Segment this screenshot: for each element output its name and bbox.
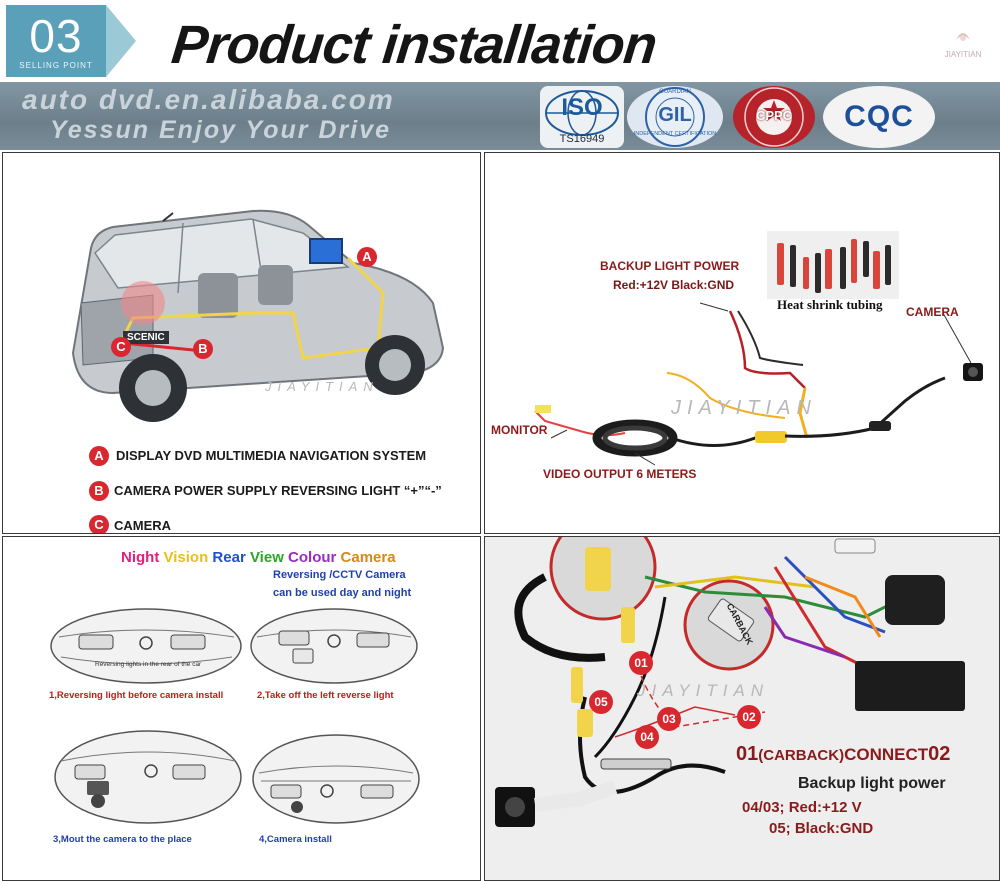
legend-c-text: CAMERA <box>114 518 172 533</box>
step1-inset-text: Reversing lights in the rear of the car <box>95 661 202 668</box>
cppc-text: CPPC <box>755 108 793 123</box>
marker-01: 01 <box>629 651 653 675</box>
step1-illustration <box>50 608 242 684</box>
step3-illustration <box>54 730 242 824</box>
harness-illustration <box>495 537 965 827</box>
brand-text: JIAYITIAN <box>944 50 982 59</box>
connect-num-2: 02 <box>928 743 951 765</box>
iso-text: ISO <box>561 94 603 121</box>
legend-a-marker: A <box>89 446 109 466</box>
step4-illustration <box>252 734 420 824</box>
plate-label: SCENIC <box>123 331 169 344</box>
title-word-rear: Rear <box>212 549 246 566</box>
brand-logo: JIAYITIAN <box>928 22 998 59</box>
harness-panel: CARBACK 01 02 03 04 05 JIAYITIAN 01(CARB… <box>484 536 1000 881</box>
marker-a: A <box>357 247 377 267</box>
iso-globe-icon <box>545 90 619 136</box>
watermark: JIAYITIAN <box>637 681 770 700</box>
steps-title: Night Vision Rear View Colour Camera <box>121 549 396 566</box>
gil-top-text: GUARDIAN <box>659 89 691 95</box>
title-word-vision: Vision <box>163 549 209 566</box>
title-word-camera: Camera <box>340 549 396 566</box>
backup-colors-label: Red:+12V Black:GND <box>613 278 735 292</box>
connect-word-connect: CONNECT <box>844 745 929 764</box>
step2-illustration <box>250 608 418 684</box>
camera-label: CAMERA <box>906 305 959 319</box>
watermark: JIAYITIAN <box>671 397 817 419</box>
page-title: Product installation <box>168 15 660 75</box>
gil-seal-icon <box>645 87 705 147</box>
iso-sub: TS16949 <box>559 133 605 145</box>
gil-text: GIL <box>658 104 692 126</box>
cppc-logo: CPPC <box>733 86 815 148</box>
marker-03: 03 <box>657 707 681 731</box>
gil-ring-text: INDEPENDENT CERTIFICATION <box>633 131 717 137</box>
banner-slogan: Yessun Enjoy Your Drive <box>50 116 392 144</box>
iso-logo: ISO TS16949 <box>540 86 624 148</box>
title-word-colour: Colour <box>288 549 337 566</box>
steps-subtitle-1: Reversing /CCTV Camera <box>273 569 406 581</box>
marker-05: 05 <box>589 690 613 714</box>
wiring-illustration <box>534 231 983 466</box>
title-word-night: Night <box>121 549 160 566</box>
backup-power-label: BACKUP LIGHT POWER <box>600 259 740 273</box>
marker-c: C <box>111 337 131 357</box>
step3-caption: 3,Mout the camera to the place <box>53 834 192 845</box>
section-badge: 03 SELLING POINT <box>6 5 106 77</box>
black-wire-label: 05; Black:GND <box>769 820 874 837</box>
title-word-view: View <box>249 549 284 566</box>
connect-line: 01(CARBACK)CONNECT02 <box>736 743 950 766</box>
cqc-logo: CQC <box>823 86 935 148</box>
red-wire-label: 04/03; Red:+12 V <box>742 799 862 816</box>
badge-subtitle: SELLING POINT <box>19 61 93 70</box>
banner-url: auto dvd.en.alibaba.com <box>22 84 395 115</box>
legend-b-marker: B <box>89 481 109 501</box>
car-diagram-panel: SCENIC A B C JIAYITIAN A DISPLAY DVD MUL… <box>2 152 481 534</box>
monitor-label: MONITOR <box>491 423 548 437</box>
heat-shrink-label: Heat shrink tubing <box>777 297 883 312</box>
badge-arrow-icon <box>106 5 136 77</box>
connect-word-carback: (CARBACK) <box>758 747 845 764</box>
step4-caption: 4,Camera install <box>259 834 332 845</box>
car-illustration <box>71 209 445 422</box>
marker-04: 04 <box>635 725 659 749</box>
legend-a-text: DISPLAY DVD MULTIMEDIA NAVIGATION SYSTEM <box>116 448 427 463</box>
badge-number: 03 <box>29 10 83 62</box>
wiring-panel: BACKUP LIGHT POWER Red:+12V Black:GND He… <box>484 152 1000 534</box>
gil-logo: GUARDIAN GIL INDEPENDENT CERTIFICATION <box>627 86 723 148</box>
legend-b-text: CAMERA POWER SUPPLY REVERSING LIGHT “+”“… <box>114 483 442 498</box>
step2-caption: 2,Take off the left reverse light <box>257 690 394 701</box>
watermark: JIAYITIAN <box>265 379 379 394</box>
backup-light-power-label: Backup light power <box>798 775 946 792</box>
install-steps-panel: Night Vision Rear View Colour Camera Rev… <box>2 536 481 881</box>
cqc-text: CQC <box>844 100 914 133</box>
marker-02: 02 <box>737 705 761 729</box>
cppc-seal-icon <box>744 87 804 147</box>
marker-b: B <box>193 339 213 359</box>
connect-num-1: 01 <box>736 743 759 765</box>
video-output-label: VIDEO OUTPUT 6 METERS <box>543 467 697 481</box>
legend-c-marker: C <box>89 515 109 533</box>
brand-swirl-icon <box>956 33 970 41</box>
step1-caption: 1,Reversing light before camera install <box>49 690 224 701</box>
steps-subtitle-2: can be used day and night <box>273 587 412 599</box>
